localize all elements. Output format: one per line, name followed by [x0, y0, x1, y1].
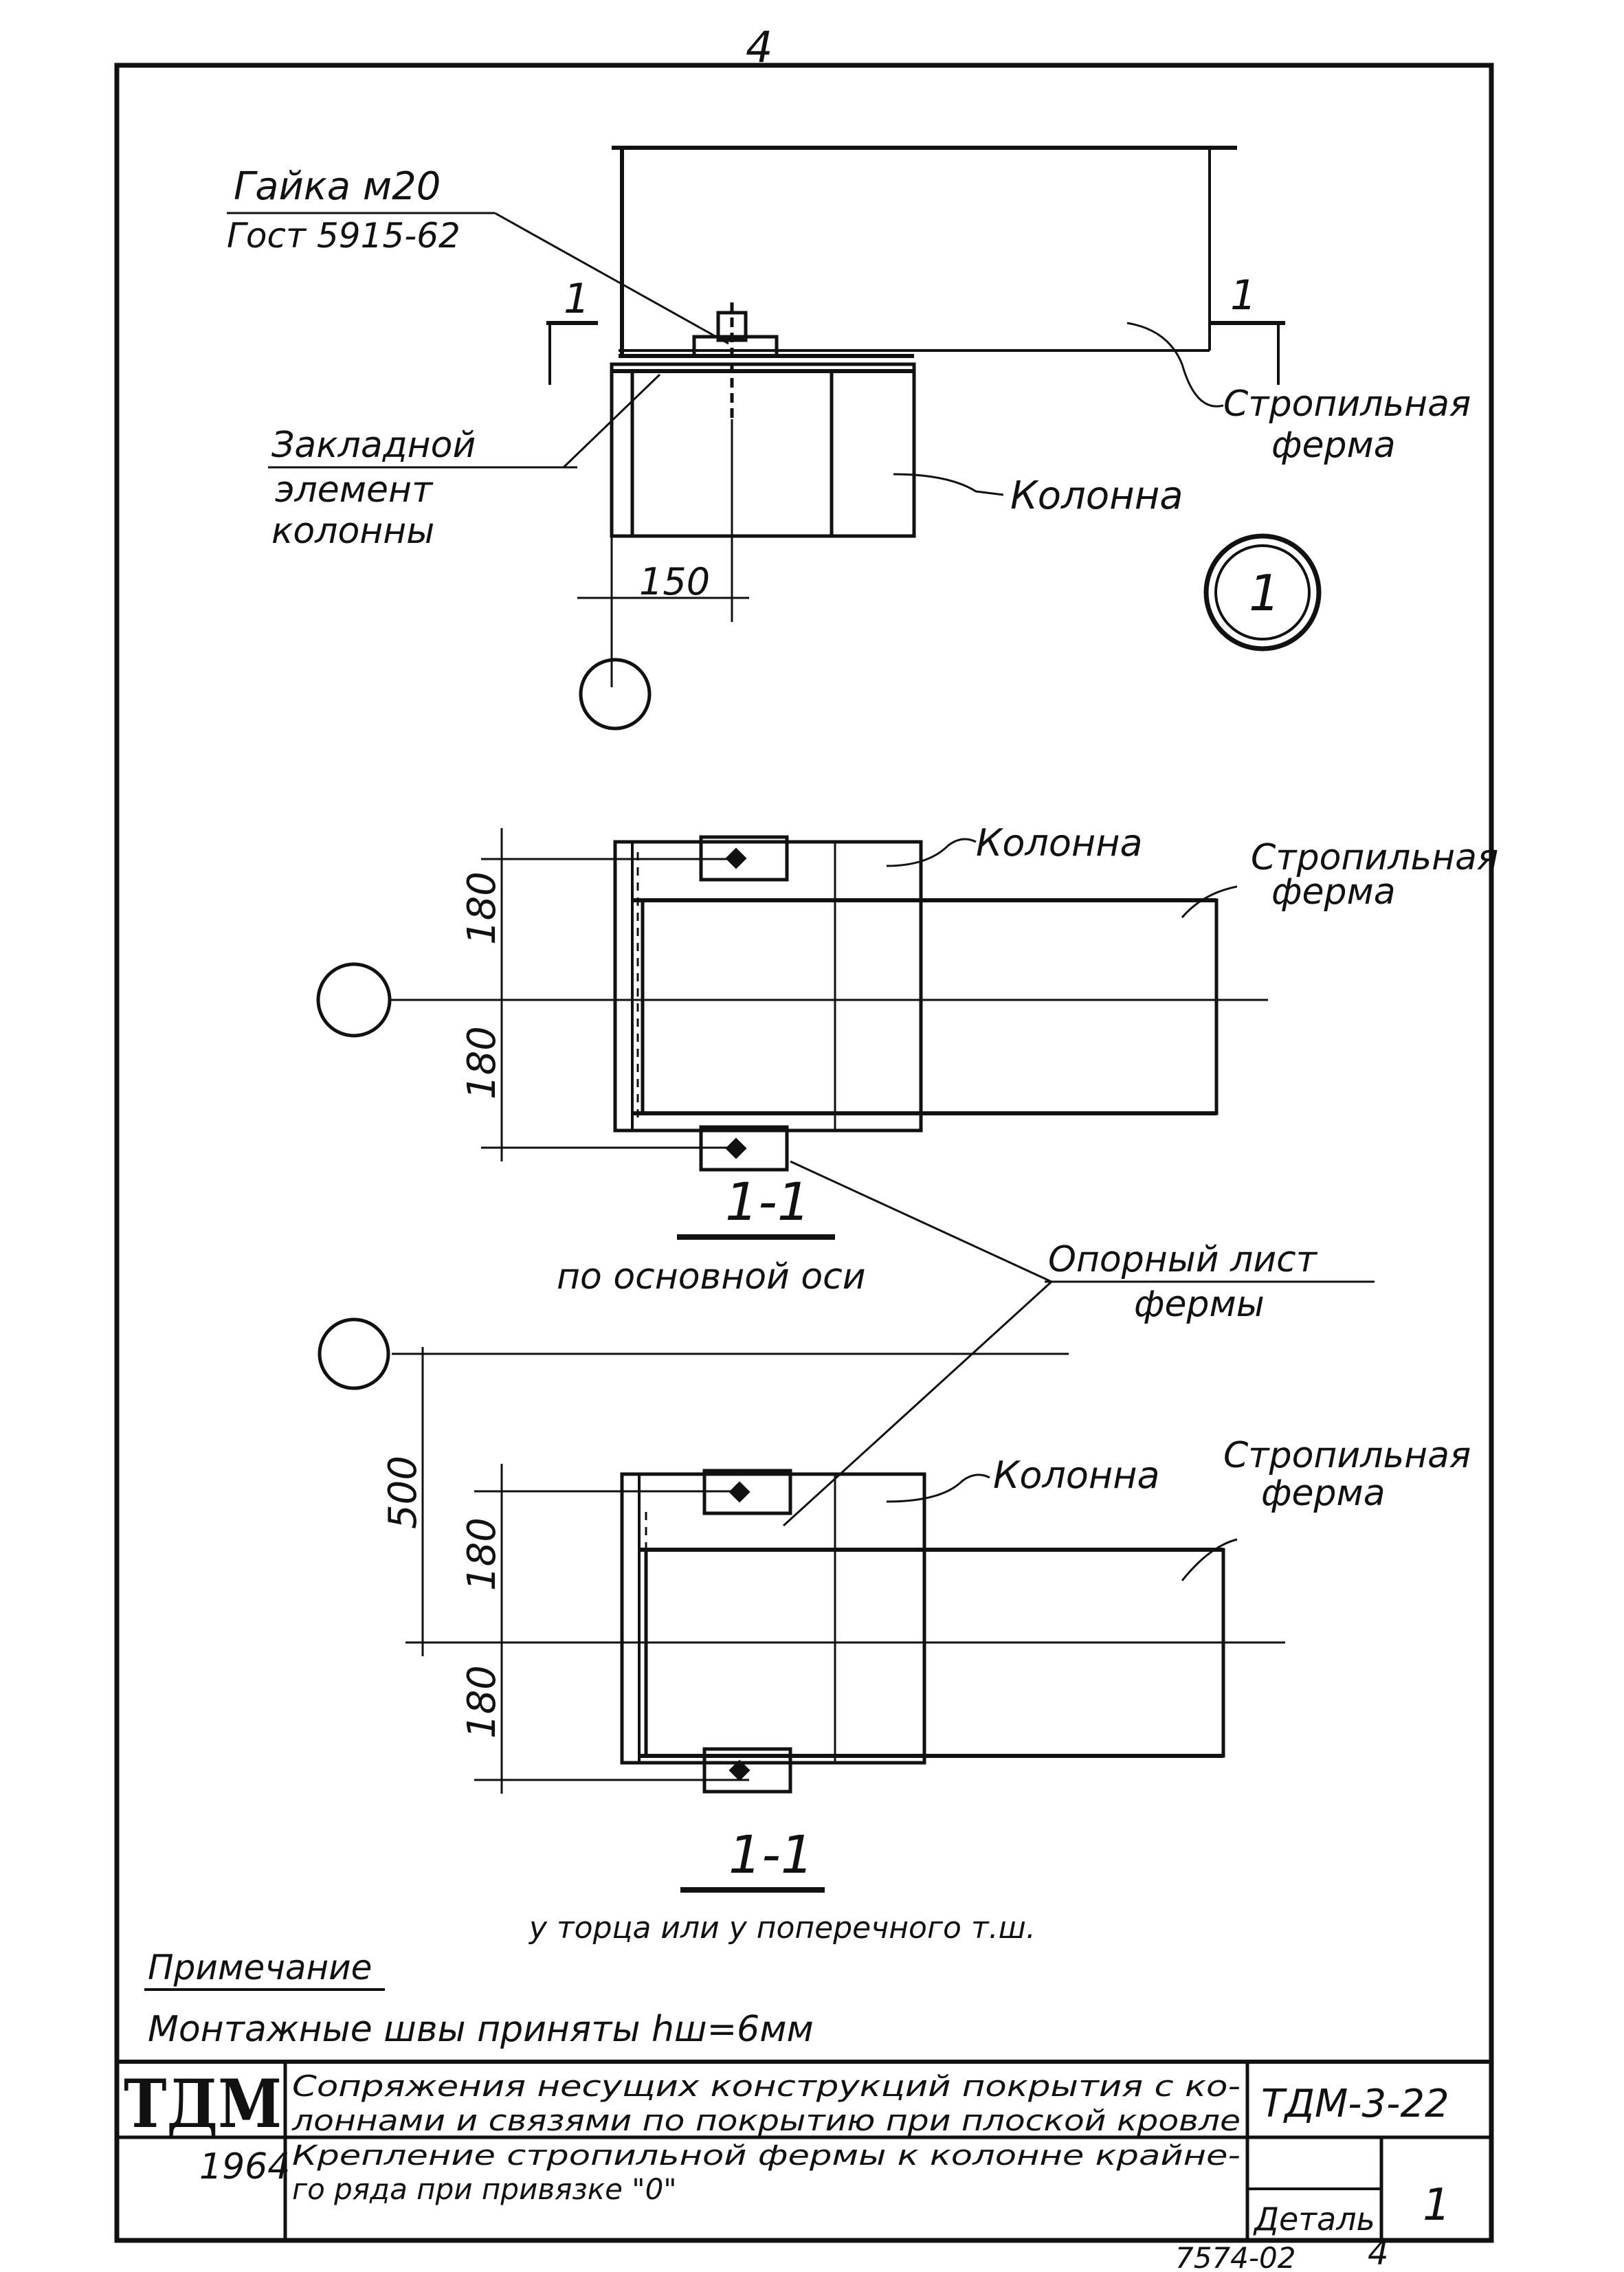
column-label-main: Колонна [976, 821, 1143, 865]
dim-lower-main: 180 [460, 1026, 504, 1100]
title-year: 1964 [199, 2146, 290, 2187]
sheet-number: 4 [1368, 2234, 1389, 2272]
svg-text:1: 1 [1249, 564, 1280, 622]
truss-plan-end [644, 1548, 1225, 1758]
subtitle-line1: Крепление стропильной фермы к колонне кр… [292, 2140, 1241, 2172]
embedded-label-line3: колонны [271, 511, 434, 552]
axis-bubble-main [316, 962, 392, 1038]
section-subtitle-main: по основной оси [557, 1256, 866, 1298]
title-line2: лоннами и связями по покрытию при плоско… [291, 2104, 1241, 2137]
column-elevation [610, 362, 916, 538]
note-block: Примечание Монтажные швы приняты hш=6мм [144, 1948, 814, 2050]
archive-number: 7574-02 [1175, 2241, 1296, 2272]
support-plate-label-line1: Опорный лист [1048, 1239, 1318, 1280]
column-label: Колонна [1010, 474, 1183, 518]
section-main-axis: 180 180 Колонна Стропильная ферма 1-1 по… [316, 821, 1498, 1298]
truss-label-main-line1: Стропильная [1251, 837, 1498, 878]
axis-bubble-end [318, 1317, 390, 1390]
section-title-end: 1-1 [728, 1824, 814, 1885]
detail-value: 1 [1423, 2180, 1451, 2231]
section-mark-left: 1 [564, 275, 590, 323]
truss-label-end-line2: ферма [1261, 1473, 1386, 1514]
title-block: ТДМ 1964 Сопряжения несущих конструкций … [117, 2060, 1491, 2240]
truss-label-line1: Стропильная [1223, 383, 1471, 425]
column-plan-main [613, 840, 923, 1133]
truss-label-line2: ферма [1271, 425, 1396, 466]
dim-500-end: 500 [381, 1456, 425, 1529]
dimension-150: 150 [639, 560, 710, 603]
top-elevation-view: 1 1 Гайка м20 Гост 5915-62 Стропильная ф… [227, 146, 1471, 731]
detail-label: Деталь [1253, 2201, 1375, 2238]
note-heading: Примечание [148, 1948, 372, 1987]
embedded-label-line1: Закладной [271, 425, 476, 466]
support-plate-label-line2: фермы [1134, 1284, 1265, 1325]
note-text: Монтажные швы приняты hш=6мм [148, 2009, 814, 2050]
nut-icon [692, 302, 779, 419]
tdm-logo: ТДМ [124, 2065, 282, 2143]
drawing-code: ТДМ-3-22 [1261, 2082, 1449, 2126]
truss-plan-main [641, 898, 1219, 1115]
title-line1: Сопряжения несущих конструкций покрытия … [292, 2069, 1241, 2103]
nut-label-line1: Гайка м20 [234, 164, 441, 209]
dim-upper-main: 180 [460, 871, 504, 945]
detail-marker-icon: 1 [1203, 533, 1322, 651]
dim-lower-end: 180 [460, 1665, 504, 1739]
column-plan-end [620, 1472, 926, 1765]
section-title-main: 1-1 [725, 1171, 810, 1232]
axis-bubble-top [579, 658, 652, 731]
truss-label-main-line2: ферма [1271, 871, 1396, 913]
support-plate-end-bottom [702, 1747, 792, 1794]
support-plate-callout: Опорный лист фермы [782, 1160, 1375, 1527]
section-mark-right: 1 [1230, 271, 1256, 320]
nut-label-line2: Гост 5915-62 [227, 216, 460, 256]
embedded-label-line2: элемент [275, 469, 434, 511]
dim-upper-end: 180 [460, 1517, 504, 1591]
truss-label-end-line1: Стропильная [1223, 1435, 1471, 1476]
subtitle-line2: го ряда при привязке "0" [292, 2172, 677, 2206]
column-label-end: Колонна [993, 1454, 1160, 1497]
section-end: 500 180 180 Колонна Стропильная ферма 1-… [318, 1317, 1471, 1946]
section-subtitle-end: у торца или у поперечного т.ш. [528, 1911, 1036, 1946]
sheet-border [114, 63, 1494, 2243]
